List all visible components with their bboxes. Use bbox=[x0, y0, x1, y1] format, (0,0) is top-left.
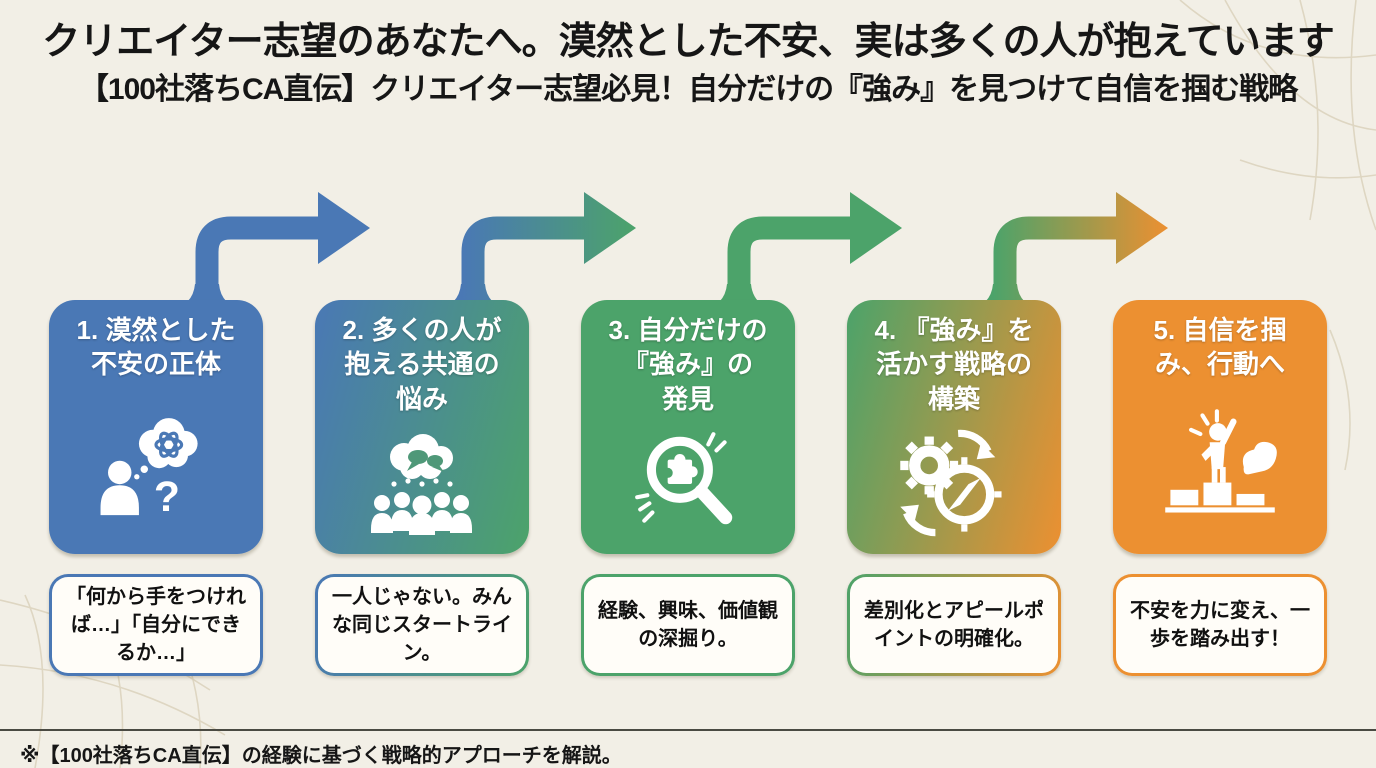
step-1-icon-wrap: ? bbox=[89, 382, 223, 554]
page-title: クリエイター志望のあなたへ。漠然とした不安、実は多くの人が抱えています bbox=[42, 21, 1335, 63]
step-2-title: 2. 多くの人が 抱える共通の 悩み bbox=[342, 315, 502, 414]
flow-arrow-2 bbox=[435, 192, 636, 310]
step-box-1: 1. 漠然とした 不安の正体 ? bbox=[49, 300, 263, 554]
caption-2-text: 一人じゃない。みんな同じスタートライン。 bbox=[318, 577, 526, 673]
caption-box-4: 差別化とアピールポイントの明確化。 bbox=[847, 574, 1061, 676]
step-box-2: 2. 多くの人が 抱える共通の 悩み bbox=[315, 300, 529, 554]
steps-row: 1. 漠然とした 不安の正体 ? 2. 多くの人が 抱える共通の 悩み bbox=[0, 300, 1376, 554]
step-5-icon-wrap bbox=[1153, 382, 1287, 554]
strength-discovery-icon bbox=[635, 432, 733, 525]
step-4-title: 4. 『強み』を 活かす戦略の 構築 bbox=[874, 315, 1034, 414]
svg-text:?: ? bbox=[154, 473, 180, 521]
flow-arrow-3 bbox=[701, 192, 902, 310]
step-5-title: 5. 自信を掴 み、行動へ bbox=[1153, 315, 1287, 380]
flow-arrows bbox=[169, 192, 1168, 310]
caption-box-1: 「何から手をつければ…」「自分にできるか…」 bbox=[49, 574, 263, 676]
page-subtitle: 【100社落ちCA直伝】クリエイター志望必見！自分だけの『強み』を見つけて自信を… bbox=[78, 73, 1298, 106]
flow-arrow-1 bbox=[169, 192, 370, 310]
confidence-podium-icon bbox=[1165, 409, 1277, 513]
step-4-icon-wrap bbox=[887, 416, 1021, 554]
step-2-icon-wrap bbox=[355, 416, 489, 554]
footer-note: ※【100社落ちCA直伝】の経験に基づく戦略的アプローチを解説。 bbox=[0, 729, 1376, 768]
captions-row: 「何から手をつければ…」「自分にできるか…」 一人じゃない。みんな同じスタートラ… bbox=[0, 574, 1376, 676]
step-box-3: 3. 自分だけの 『強み』の 発見 bbox=[581, 300, 795, 554]
thinking-person-icon: ? bbox=[100, 417, 198, 521]
step-box-4: 4. 『強み』を 活かす戦略の 構築 bbox=[847, 300, 1061, 554]
caption-5-text: 不安を力に変え、一歩を踏み出す！ bbox=[1116, 577, 1324, 673]
caption-box-2: 一人じゃない。みんな同じスタートライン。 bbox=[315, 574, 529, 676]
step-3-title: 3. 自分だけの 『強み』の 発見 bbox=[608, 315, 768, 414]
step-1-title: 1. 漠然とした 不安の正体 bbox=[76, 315, 236, 380]
caption-box-5: 不安を力に変え、一歩を踏み出す！ bbox=[1113, 574, 1327, 676]
caption-box-3: 経験、興味、価値観の深掘り。 bbox=[581, 574, 795, 676]
flow-arrow-4 bbox=[967, 192, 1168, 310]
shared-worries-icon bbox=[371, 433, 472, 535]
step-box-5: 5. 自信を掴 み、行動へ bbox=[1113, 300, 1327, 554]
caption-3-text: 経験、興味、価値観の深掘り。 bbox=[584, 577, 792, 673]
step-3-icon-wrap bbox=[624, 416, 752, 554]
caption-1-text: 「何から手をつければ…」「自分にできるか…」 bbox=[52, 577, 260, 673]
caption-4-text: 差別化とアピールポイントの明確化。 bbox=[850, 577, 1058, 673]
strategy-gear-compass-icon bbox=[900, 429, 1002, 537]
